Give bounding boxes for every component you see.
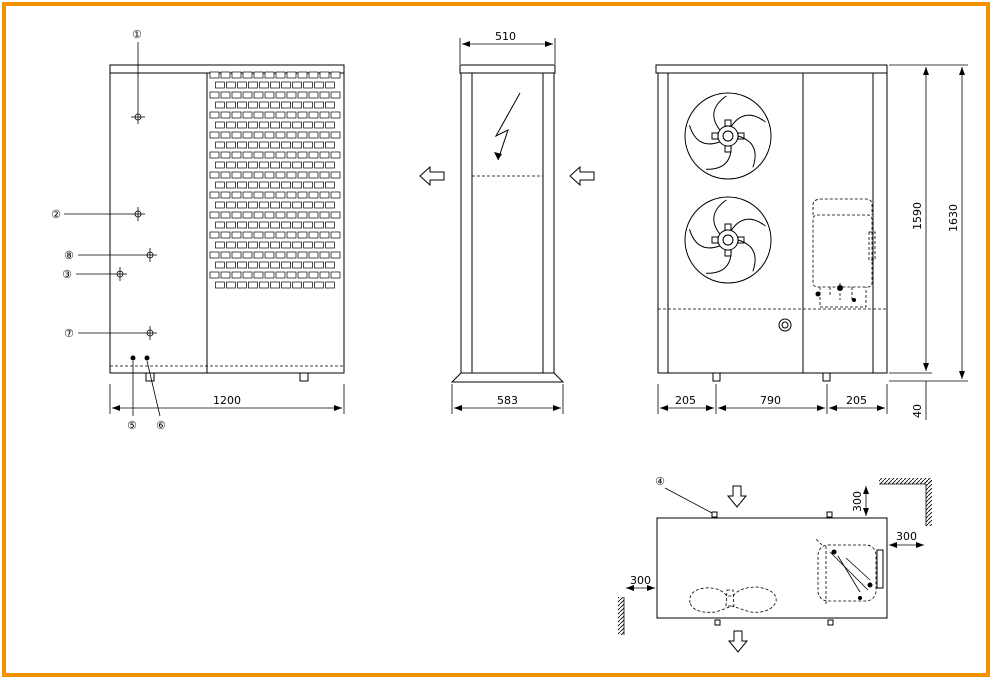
plan-view: ④ 300 300 [618, 475, 932, 653]
back-view: 205 790 205 1590 1630 40 [655, 64, 968, 420]
airflow-arrow-icon [726, 485, 748, 508]
dim-back-right-offset: 205 [846, 394, 867, 407]
air-intake-grille [209, 71, 341, 289]
airflow-arrow-icon [419, 165, 445, 187]
marker-5: ⑤ [127, 419, 137, 432]
side-view: 510 583 [419, 30, 595, 414]
dim-clearance-right: 300 [896, 530, 917, 543]
dim-clearance-top: 300 [851, 491, 864, 512]
fan-icon [689, 586, 777, 613]
fan-icon [684, 92, 772, 180]
connection-point-8 [143, 248, 157, 262]
marker-3: ③ [62, 268, 72, 281]
dim-side-base-width: 583 [497, 394, 518, 407]
marker-6: ⑥ [156, 419, 166, 432]
pressure-gauge-icon [778, 318, 792, 332]
marker-7: ⑦ [64, 327, 74, 340]
dim-foot-height: 40 [911, 404, 924, 418]
dim-back-fan-width: 790 [760, 394, 781, 407]
dim-side-top-width: 510 [495, 30, 516, 43]
marker-2: ② [51, 208, 61, 221]
airflow-arrow-icon [727, 630, 749, 653]
connection-point-3 [113, 267, 127, 281]
dim-clearance-left: 300 [630, 574, 651, 587]
marker-1: ① [132, 28, 142, 41]
airflow-arrow-icon [569, 165, 595, 187]
marker-8: ⑧ [64, 249, 74, 262]
connection-point-1 [131, 110, 145, 124]
dim-front-width: 1200 [213, 394, 241, 407]
connection-point-5 [130, 355, 136, 361]
front-view: ① ② ⑧ ③ ⑦ ⑤ ⑥ 1200 [51, 28, 345, 432]
dim-back-left-offset: 205 [675, 394, 696, 407]
connection-point-2 [131, 207, 145, 221]
dim-height-total: 1630 [947, 204, 960, 232]
connection-point-6 [144, 355, 150, 361]
connection-point-7 [143, 326, 157, 340]
compressor-icon [812, 198, 876, 308]
dim-height-body: 1590 [911, 202, 924, 230]
lightning-bolt-icon [494, 92, 521, 161]
compressor-icon [814, 537, 884, 604]
marker-4: ④ [655, 475, 665, 488]
fan-icon [684, 196, 772, 284]
